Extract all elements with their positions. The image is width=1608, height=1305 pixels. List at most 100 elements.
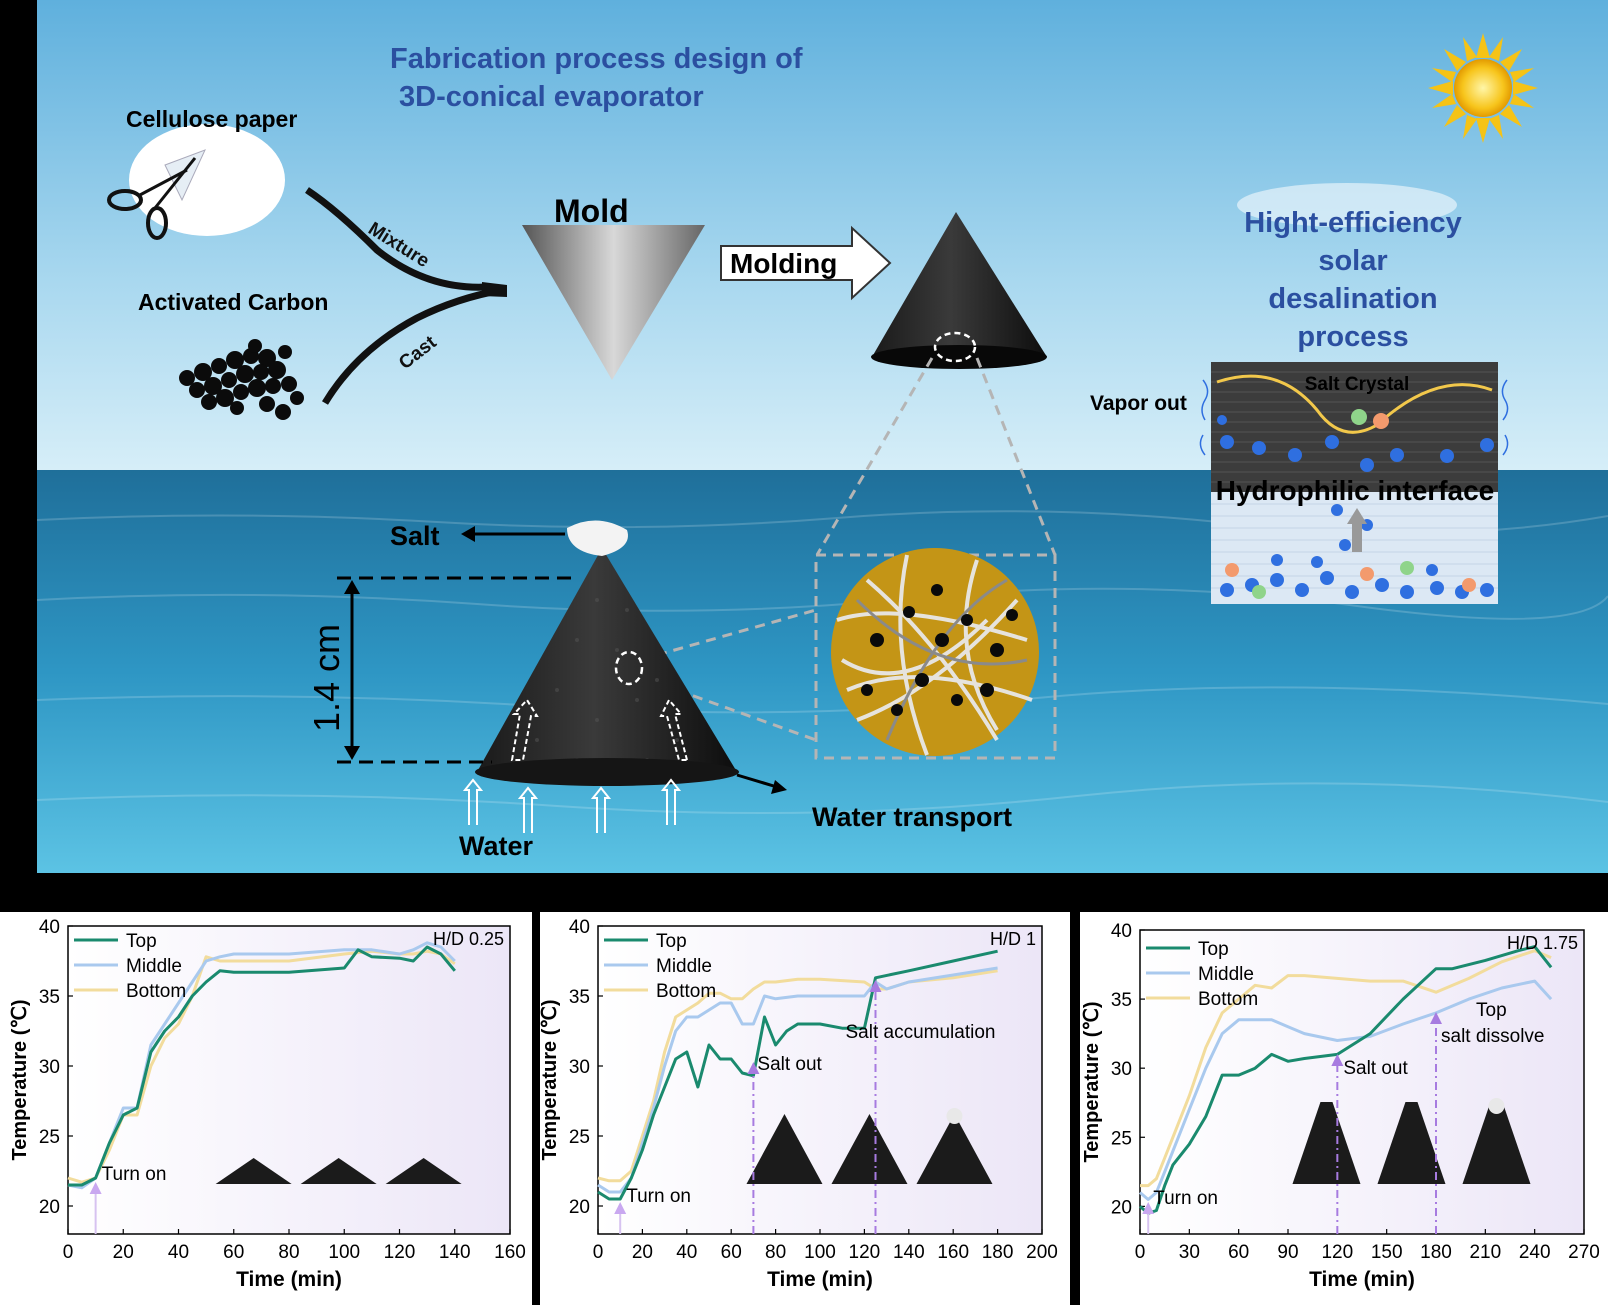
plot-frame: [1139, 929, 1585, 1235]
cellulose-paper-sheet: [129, 124, 285, 236]
transport-arrow: [736, 773, 778, 789]
sample-cone-2: [1377, 1102, 1446, 1184]
x-tick-label: 60: [1228, 1242, 1249, 1263]
legend-label-bottom: Bottom: [1198, 989, 1258, 1010]
title-line2: 3D-conical evaporator: [399, 81, 704, 113]
series-line-middle: [1139, 979, 1553, 1201]
event-annotation-label: Top: [1476, 1000, 1507, 1021]
sample-cone-2: [300, 1158, 377, 1184]
y-tick-label: 25: [39, 1127, 60, 1148]
salt-deposit: [1488, 1098, 1505, 1114]
salt-label: Salt: [390, 521, 440, 551]
legend-label-bottom: Bottom: [126, 981, 186, 1002]
x-tick-label: 180: [982, 1242, 1014, 1263]
sample-cone-3: [385, 1158, 462, 1184]
event-marker-arrow: [89, 1182, 102, 1194]
x-tick-label: 0: [593, 1242, 604, 1263]
sample-cone-1: [1292, 1102, 1361, 1184]
legend-label-bottom: Bottom: [656, 981, 716, 1002]
y-tick-label: 20: [569, 1197, 590, 1218]
x-axis-label: Time (min): [1309, 1268, 1415, 1291]
event-marker-arrow: [747, 1062, 760, 1074]
sample-cone-1: [215, 1158, 292, 1184]
event-annotation-label: Turn on: [1153, 1188, 1218, 1209]
x-tick-label: 30: [1179, 1242, 1200, 1263]
molded-cone: [871, 212, 1047, 369]
legend-label-top: Top: [126, 931, 157, 952]
y-tick-label: 30: [1111, 1059, 1132, 1080]
x-tick-label: 80: [278, 1242, 299, 1263]
desalination-schematic: Salt Crystal Hydrophilic interface: [1199, 362, 1509, 604]
sample-photos: [746, 1108, 993, 1184]
process-illustration: Fabrication process design of 3D-conical…: [37, 0, 1608, 873]
height-dimension: [337, 576, 577, 764]
x-tick-label: 60: [721, 1242, 742, 1263]
sun-icon: [1428, 33, 1538, 143]
series-line-top: [68, 945, 456, 1187]
x-tick-label: 100: [804, 1242, 836, 1263]
evaporator-cone: [475, 520, 739, 786]
y-tick-label: 40: [39, 917, 60, 938]
event-annotation-label: Turn on: [102, 1164, 167, 1185]
salt-crystal-label: Salt Crystal: [1305, 374, 1410, 395]
y-tick-label: 25: [569, 1127, 590, 1148]
y-tick-label: 35: [39, 987, 60, 1008]
sample-cone-3: [1462, 1102, 1531, 1184]
y-tick-label: 35: [1111, 990, 1132, 1011]
event-annotation-label: Turn on: [626, 1186, 691, 1207]
x-tick-label: 80: [765, 1242, 786, 1263]
x-tick-label: 100: [328, 1242, 360, 1263]
event-annotation-label: Salt out: [1343, 1058, 1408, 1079]
y-axis-label: Temperature (℃): [540, 999, 561, 1160]
y-tick-label: 40: [1111, 921, 1132, 942]
carbon-particles: [179, 339, 304, 420]
series-line-bottom: [67, 949, 456, 1184]
event-marker-arrow: [869, 980, 882, 992]
legend-label-top: Top: [1198, 939, 1229, 960]
molding-label: Molding: [730, 248, 837, 279]
legend-label-middle: Middle: [656, 956, 712, 977]
event-marker-arrow: [1331, 1054, 1344, 1066]
x-tick-label: 140: [439, 1242, 471, 1263]
x-tick-label: 240: [1519, 1242, 1551, 1263]
x-tick-label: 160: [494, 1242, 526, 1263]
series-line-bottom: [1140, 949, 1552, 1188]
molding-arrow: [720, 225, 892, 301]
mixture-arrow: [305, 187, 488, 291]
mold-label: Mold: [554, 193, 629, 229]
event-marker-arrow: [1142, 1202, 1155, 1214]
x-tick-label: 150: [1371, 1242, 1403, 1263]
transport-label: Water transport: [812, 802, 1012, 832]
event-annotation-label: Salt accumulation: [846, 1022, 996, 1043]
sample-cone-1: [746, 1114, 823, 1184]
height-label: 1.4 cm: [306, 624, 347, 732]
x-axis-label: Time (min): [767, 1268, 873, 1291]
event-annotation-label: salt dissolve: [1441, 1026, 1545, 1047]
y-tick-label: 30: [39, 1057, 60, 1078]
x-tick-label: 160: [937, 1242, 969, 1263]
cellulose-label: Cellulose paper: [126, 106, 297, 132]
salt-deposit: [946, 1108, 963, 1124]
sample-photos: [215, 1158, 462, 1184]
mold-cone: [522, 225, 705, 380]
x-tick-label: 90: [1277, 1242, 1298, 1263]
series-line-top: [1139, 945, 1553, 1215]
sample-photos: [1292, 1098, 1531, 1184]
y-axis-label: Temperature (℃): [9, 999, 31, 1160]
hydrophilic-label: Hydrophilic interface: [1216, 475, 1495, 506]
y-tick-label: 35: [569, 987, 590, 1008]
x-tick-label: 40: [676, 1242, 697, 1263]
vapor-label: Vapor out: [1090, 392, 1187, 415]
y-tick-label: 20: [39, 1197, 60, 1218]
x-tick-label: 60: [223, 1242, 244, 1263]
carbon-label: Activated Carbon: [138, 289, 328, 315]
x-tick-label: 180: [1420, 1242, 1452, 1263]
x-tick-label: 120: [384, 1242, 416, 1263]
efficiency-line2: solar: [1318, 245, 1387, 277]
legend-label-top: Top: [656, 931, 687, 952]
y-tick-label: 40: [569, 917, 590, 938]
event-marker-arrow: [1430, 1012, 1442, 1024]
